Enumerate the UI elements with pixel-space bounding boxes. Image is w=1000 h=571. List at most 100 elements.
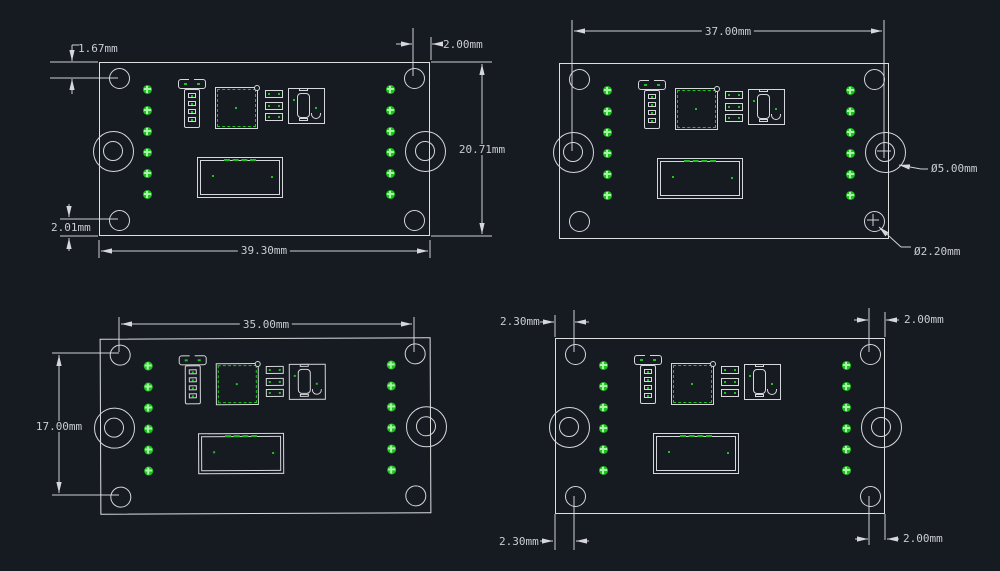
- screw-slot: [647, 110, 656, 115]
- pad-right-6: [845, 190, 855, 200]
- pad-left-5: [142, 168, 152, 178]
- capacitor-block: [288, 363, 326, 400]
- corner-hole-bottom-right: [404, 484, 426, 506]
- screw-slot: [647, 102, 656, 107]
- dim-label-b4-offset-left-bottom: 2.30mm: [499, 535, 539, 548]
- pad-left-1: [143, 360, 153, 371]
- screw-slot: [643, 377, 652, 382]
- module-outline: [198, 432, 285, 475]
- screw-component-body: [640, 365, 656, 404]
- ic-pin1-marker: [254, 85, 260, 91]
- pad-right-5: [841, 444, 851, 454]
- ic-chip: [215, 361, 261, 406]
- corner-hole-top-left: [564, 343, 586, 365]
- resistor-1: [721, 366, 739, 374]
- ic-pin1-marker: [254, 361, 261, 368]
- pad-right-4: [841, 423, 851, 433]
- corner-hole-top-right: [863, 68, 885, 90]
- capacitor-tab-top: [755, 364, 764, 367]
- mount-hole-right-inner: [415, 416, 437, 437]
- resistor-2: [725, 103, 743, 111]
- capacitor-body: [297, 93, 310, 118]
- pad-left-3: [598, 402, 608, 412]
- mount-hole-left-inner: [103, 141, 123, 161]
- pad-left-3: [142, 126, 152, 136]
- mount-hole-left-outer: [552, 131, 594, 173]
- pad-right-1: [385, 84, 395, 94]
- dim-b1-width: [98, 240, 431, 258]
- capacitor-tab-top: [299, 88, 308, 91]
- corner-hole-bottom-left: [564, 485, 586, 507]
- pad-right-2: [386, 380, 396, 390]
- resistor-2: [265, 102, 283, 110]
- pad-left-6: [602, 190, 612, 200]
- pad-left-2: [143, 381, 153, 392]
- pad-left-2: [602, 106, 612, 116]
- capacitor-block: [744, 364, 781, 400]
- pcb-view-top-left: [92, 62, 446, 236]
- mount-hole-left-inner: [103, 417, 125, 438]
- capacitor-cup: [311, 388, 322, 395]
- pad-right-1: [845, 85, 855, 95]
- corner-hole-bottom-left: [568, 210, 590, 232]
- ic-pin1-marker: [710, 361, 716, 367]
- pad-right-4: [385, 147, 395, 157]
- corner-hole-top-left: [568, 68, 590, 90]
- pad-left-6: [598, 465, 608, 475]
- dim-b1-corner-offset-top: [50, 44, 118, 94]
- screw-slot: [647, 94, 656, 99]
- dim-label-b1-hole-edge-top: 2.00mm: [443, 38, 483, 51]
- pad-left-1: [142, 84, 152, 94]
- corner-hole-top-left: [108, 67, 130, 89]
- dim-label-b2-corner-hole-dia: Ø2.20mm: [914, 245, 961, 258]
- resistor-1: [725, 91, 743, 99]
- pad-right-2: [845, 106, 855, 116]
- leader-b2-mount-hole-dia: [898, 164, 928, 170]
- screw-slot: [187, 109, 196, 114]
- screw-slot: [647, 118, 656, 123]
- screw-notch: [649, 79, 654, 83]
- pad-left-4: [143, 423, 153, 434]
- capacitor-tab-bottom: [299, 118, 308, 121]
- screw-slot: [187, 93, 196, 98]
- pad-right-3: [845, 127, 855, 137]
- pad-left-5: [602, 169, 612, 179]
- pad-right-4: [386, 422, 396, 432]
- dim-label-b4-offset-right-top: 2.00mm: [904, 313, 944, 326]
- resistor-2: [721, 378, 739, 386]
- resistor-2: [265, 377, 284, 386]
- screw-notch: [645, 354, 650, 358]
- pad-right-6: [841, 465, 851, 475]
- resistor-3: [265, 113, 283, 121]
- leader-b2-corner-hole-dia: [878, 226, 911, 248]
- mount-hole-right-outer: [404, 130, 446, 172]
- pad-right-2: [841, 381, 851, 391]
- ic-chip: [671, 361, 716, 405]
- mount-hole-right-inner: [875, 142, 895, 162]
- module-outline: [657, 158, 743, 199]
- capacitor-tab-top: [759, 89, 768, 92]
- mount-hole-right-outer: [860, 406, 902, 448]
- pad-right-5: [845, 169, 855, 179]
- module-dashed-edge: [684, 160, 716, 162]
- pad-right-6: [385, 189, 395, 199]
- mount-hole-left-outer: [548, 406, 590, 448]
- screw-component-head: [178, 78, 206, 89]
- mount-hole-left-outer: [92, 130, 134, 172]
- module-outline: [653, 433, 739, 474]
- corner-hole-top-left: [109, 344, 131, 366]
- capacitor-tab-bottom: [755, 394, 764, 397]
- pad-left-6: [143, 465, 153, 476]
- screw-slot: [188, 369, 197, 375]
- resistor-3: [265, 388, 284, 397]
- pad-left-3: [602, 127, 612, 137]
- screw-notch: [189, 354, 195, 359]
- resistor-1: [265, 90, 283, 98]
- screw-slot: [643, 393, 652, 398]
- capacitor-tab-bottom: [299, 393, 309, 397]
- pad-left-4: [598, 423, 608, 433]
- mount-hole-right-inner: [415, 141, 435, 161]
- dim-label-b2-mount-hole-spacing: 37.00mm: [701, 26, 755, 37]
